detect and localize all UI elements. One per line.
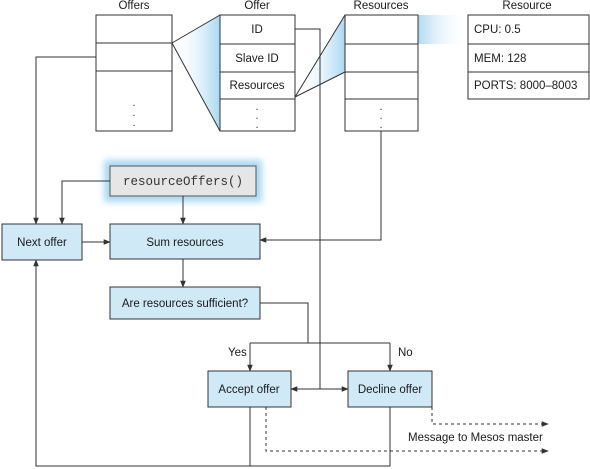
sum-resources-box xyxy=(109,223,261,260)
offers-list: . . . xyxy=(95,14,173,132)
resource-struct: CPU: 0.5 MEM: 128 PORTS: 8000–8003 xyxy=(467,14,590,100)
next-offer-box xyxy=(1,223,83,261)
offer-struct: ID Slave ID Resources . . . xyxy=(219,14,296,132)
callback-label: resourceOffers() xyxy=(123,175,243,189)
resources-list: . . . xyxy=(344,14,419,132)
next-offer-label: Next offer xyxy=(17,237,67,249)
resource-field-cpu: CPU: 0.5 xyxy=(474,24,521,36)
resource-field-ports: PORTS: 8000–8003 xyxy=(474,80,577,92)
svg-text:.: . xyxy=(255,101,258,113)
offer-field-id: ID xyxy=(251,24,263,36)
resource-zoom-fan xyxy=(418,15,468,44)
sufficient-label: Are resources sufficient? xyxy=(122,298,248,310)
svg-text:.: . xyxy=(379,110,382,122)
no-label: No xyxy=(398,347,413,359)
svg-text:.: . xyxy=(132,107,135,119)
yes-label: Yes xyxy=(228,347,247,359)
callback-box xyxy=(109,165,257,197)
svg-text:.: . xyxy=(379,101,382,113)
offers-header: Offers xyxy=(118,0,149,12)
sum-resources-label: Sum resources xyxy=(146,237,224,249)
accept-offer-label: Accept offer xyxy=(218,384,279,396)
connectors xyxy=(33,28,549,467)
svg-text:.: . xyxy=(132,97,135,109)
offer-field-slave-id: Slave ID xyxy=(235,53,278,65)
offer-zoom-fan xyxy=(172,15,220,131)
svg-text:.: . xyxy=(255,110,258,122)
resource-header: Resource xyxy=(502,0,551,12)
resource-field-mem: MEM: 128 xyxy=(474,53,526,65)
message-label: Message to Mesos master xyxy=(408,432,543,444)
offer-header: Offer xyxy=(244,0,270,12)
resources-header: Resources xyxy=(354,0,409,12)
svg-text:.: . xyxy=(255,119,258,131)
offer-field-resources: Resources xyxy=(230,80,285,92)
svg-text:.: . xyxy=(132,117,135,129)
svg-text:.: . xyxy=(379,119,382,131)
sufficient-box xyxy=(109,286,261,320)
decline-offer-label: Decline offer xyxy=(358,384,423,396)
